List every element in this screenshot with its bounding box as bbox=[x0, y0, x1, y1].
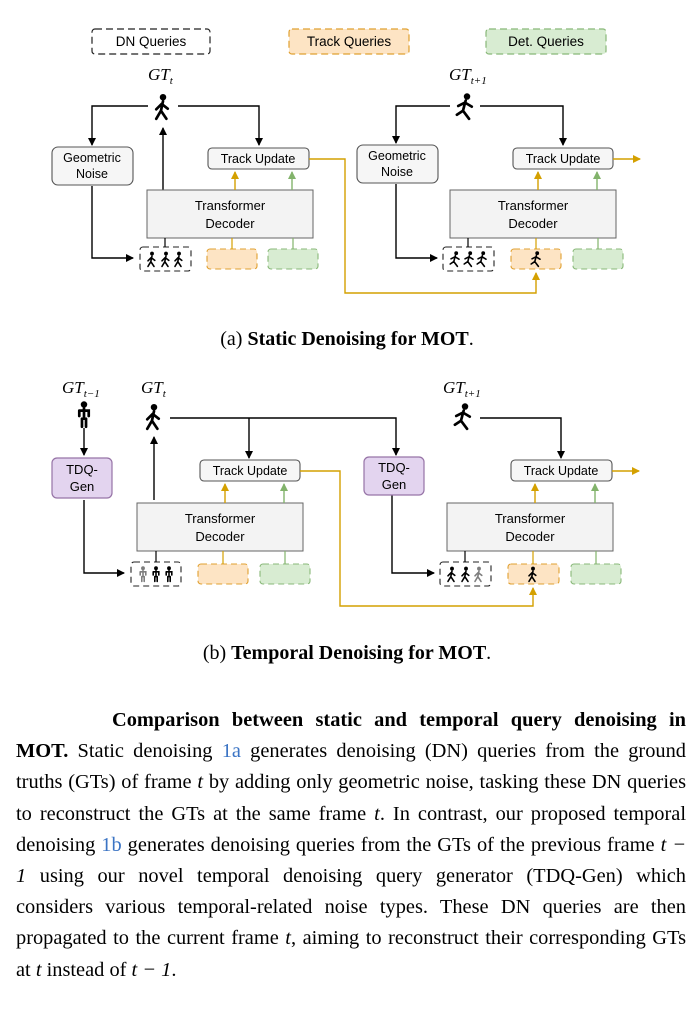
legend-track-box bbox=[288, 28, 410, 55]
svg-text:Noise: Noise bbox=[76, 167, 108, 181]
svg-text:Geometric: Geometric bbox=[368, 149, 426, 163]
svg-text:Gen: Gen bbox=[382, 477, 407, 492]
legend-track-label: Track Queries bbox=[307, 34, 392, 49]
det-query-box-b2 bbox=[570, 563, 622, 585]
tdq-gen-box-2 bbox=[363, 456, 425, 496]
svg-text:Noise: Noise bbox=[381, 165, 413, 179]
transformer-decoder-b bbox=[136, 502, 304, 552]
svg-text:Decoder: Decoder bbox=[195, 529, 245, 544]
gt-t-label: GTt bbox=[148, 65, 174, 87]
figure-caption: Comparison between static and temporal q… bbox=[16, 709, 687, 981]
standing-person-icon bbox=[77, 399, 91, 429]
svg-text:Geometric: Geometric bbox=[63, 151, 121, 165]
walking-person-icon bbox=[145, 402, 161, 431]
panel-b: GTt−1 GTt GTt+1 TDQ- Gen TDQ- Gen Track … bbox=[51, 378, 640, 607]
svg-text:Transformer: Transformer bbox=[185, 511, 256, 526]
svg-text:Track Update: Track Update bbox=[524, 464, 599, 478]
ref-link-1a[interactable]: 1a bbox=[221, 740, 241, 763]
gt-t1-label-b: GTt+1 bbox=[443, 378, 481, 400]
walking-person-icon bbox=[154, 92, 170, 121]
track-query-box-b bbox=[197, 563, 249, 585]
svg-text:Decoder: Decoder bbox=[505, 529, 555, 544]
svg-text:Transformer: Transformer bbox=[495, 511, 566, 526]
svg-text:TDQ-: TDQ- bbox=[66, 462, 98, 477]
det-query-box-2 bbox=[572, 248, 624, 270]
geometric-noise-box bbox=[51, 146, 134, 186]
running-person-icon bbox=[455, 91, 474, 121]
transformer-decoder bbox=[146, 189, 314, 239]
svg-text:Track Update: Track Update bbox=[213, 464, 288, 478]
det-query-box bbox=[267, 248, 319, 270]
transformer-decoder-b2 bbox=[446, 502, 614, 552]
running-person-icon bbox=[453, 401, 472, 431]
panel-a: GTt GTt+1 Geometric Noise Geometric Nois… bbox=[51, 65, 641, 294]
svg-text:Track Update: Track Update bbox=[221, 152, 296, 166]
panel-b-caption: (b) Temporal Denoising for MOT. bbox=[202, 642, 492, 664]
legend-dn-box bbox=[91, 28, 211, 55]
svg-text:Gen: Gen bbox=[70, 479, 95, 494]
svg-text:TDQ-: TDQ- bbox=[378, 460, 410, 475]
gt-t-label-b: GTt bbox=[141, 378, 167, 400]
panel-a-caption: (a) Static Denoising for MOT. bbox=[220, 328, 474, 350]
svg-text:Decoder: Decoder bbox=[508, 216, 558, 231]
legend-dn-label: DN Queries bbox=[116, 34, 187, 49]
svg-text:Decoder: Decoder bbox=[205, 216, 255, 231]
track-query-box bbox=[206, 248, 258, 270]
svg-text:Transformer: Transformer bbox=[498, 198, 569, 213]
legend-det-box bbox=[485, 28, 607, 55]
det-query-box-b bbox=[259, 563, 311, 585]
gt-t1-label: GTt+1 bbox=[449, 65, 487, 87]
gt-tm1-label: GTt−1 bbox=[62, 378, 100, 400]
ref-link-1b[interactable]: 1b bbox=[101, 833, 122, 856]
legend: DN Queries Track Queries Det. Queries bbox=[91, 28, 607, 55]
legend-det-label: Det. Queries bbox=[508, 34, 584, 49]
diagram: DN Queries Track Queries Det. Queries GT… bbox=[51, 28, 641, 607]
transformer-decoder-2 bbox=[449, 189, 617, 239]
geometric-noise-box-2 bbox=[356, 144, 439, 184]
svg-text:Track Update: Track Update bbox=[526, 152, 601, 166]
svg-text:Transformer: Transformer bbox=[195, 198, 266, 213]
tdq-gen-box bbox=[51, 457, 113, 499]
